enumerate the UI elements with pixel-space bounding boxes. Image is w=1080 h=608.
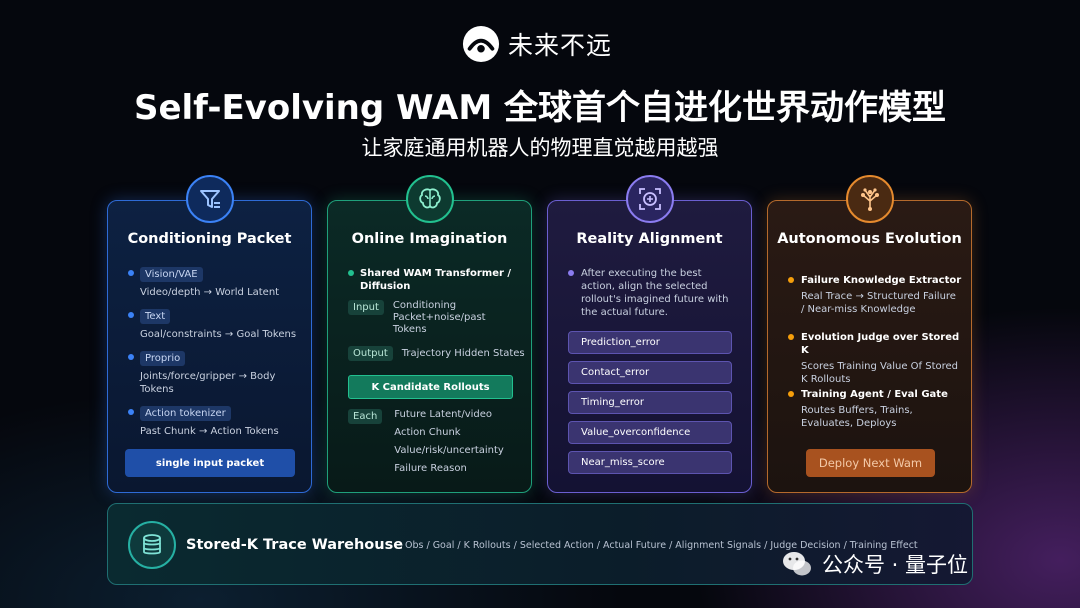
each-value: Failure Reason: [394, 463, 467, 474]
input-row: Input Conditioning Packet+noise/past Tok…: [348, 300, 503, 336]
bullet-dot: [128, 270, 134, 276]
item-desc: Routes Buffers, Trains, Evaluates, Deplo…: [801, 405, 913, 429]
item-desc: Goal/constraints → Goal Tokens: [140, 329, 297, 340]
list-item: Failure Knowledge Extractor Real Trace →…: [788, 274, 963, 316]
error-metric-item[interactable]: Near_miss_score: [568, 451, 732, 474]
each-row: Each Future Latent/video Action Chunk Va…: [348, 409, 504, 481]
error-metric-item[interactable]: Timing_error: [568, 391, 732, 414]
crosshair-icon: [625, 175, 674, 223]
each-values: Future Latent/video Action Chunk Value/r…: [394, 409, 504, 481]
warehouse-title: Stored-K Trace Warehouse: [186, 537, 404, 553]
card-online-imagination: Online Imagination Shared WAM Transforme…: [327, 175, 532, 493]
error-metric-item[interactable]: Value_overconfidence: [568, 421, 732, 444]
warehouse-fields: Obs / Goal / K Rollouts / Selected Actio…: [405, 540, 918, 551]
each-value: Value/risk/uncertainty: [394, 445, 504, 456]
each-value: Action Chunk: [394, 427, 461, 438]
item-desc: Video/depth → World Latent: [140, 287, 280, 298]
card-title: Conditioning Packet: [127, 231, 292, 247]
item-title: Failure Knowledge Extractor: [801, 275, 962, 286]
list-item: Text Goal/constraints → Goal Tokens: [128, 309, 298, 341]
item-tag: Vision/VAE: [140, 267, 203, 282]
network-tree-icon: [845, 175, 894, 223]
card-title: Online Imagination: [351, 231, 508, 247]
output-value: Trajectory Hidden States: [401, 348, 525, 359]
trace-warehouse-bar: Stored-K Trace Warehouse Obs / Goal / K …: [107, 503, 973, 585]
input-value: Conditioning Packet+noise/past Tokens: [392, 300, 486, 335]
bullet-dot: [788, 277, 794, 283]
item-title: Evolution Judge over Stored K: [801, 332, 960, 356]
output-label: Output: [348, 346, 393, 361]
bullet-dot: [568, 270, 574, 276]
output-row: Output Trajectory Hidden States: [348, 346, 525, 361]
card-reality-alignment: Reality Alignment After executing the be…: [547, 175, 752, 493]
brand-logo: 未来不远: [462, 24, 612, 64]
list-item: Evolution Judge over Stored K Scores Tra…: [788, 331, 963, 386]
card-title: Autonomous Evolution: [777, 231, 962, 247]
brand-name: 未来不远: [508, 31, 613, 60]
item-desc: Joints/force/gripper → Body Tokens: [140, 371, 276, 395]
each-value: Future Latent/video: [394, 409, 493, 420]
database-icon: [128, 521, 176, 569]
alignment-description: After executing the best action, align t…: [581, 268, 729, 318]
list-item: Vision/VAE Video/depth → World Latent: [128, 267, 298, 299]
card-title: Reality Alignment: [576, 231, 723, 247]
bullet-dot: [128, 409, 134, 415]
item-desc: Scores Training Value Of Stored K Rollou…: [801, 361, 959, 385]
each-label: Each: [348, 409, 383, 424]
list-item: Shared WAM Transformer / Diffusion: [348, 267, 518, 293]
transformer-headline: Shared WAM Transformer / Diffusion: [360, 268, 512, 292]
bullet-dot: [788, 334, 794, 340]
card-conditioning-packet: Conditioning Packet Vision/VAE Video/dep…: [107, 175, 312, 493]
card-autonomous-evolution: Autonomous Evolution Failure Knowledge E…: [767, 175, 972, 493]
error-metric-item[interactable]: Prediction_error: [568, 331, 732, 354]
deploy-next-wam-button[interactable]: Deploy Next Wam: [806, 449, 935, 477]
logo-mark-icon: [462, 25, 500, 63]
bullet-dot: [128, 312, 134, 318]
bullet-dot: [348, 270, 354, 276]
watermark-text: 公众号 · 量子位: [822, 553, 969, 577]
list-item: Action tokenizer Past Chunk → Action Tok…: [128, 406, 298, 438]
filter-funnel-icon: [185, 175, 234, 223]
input-label: Input: [348, 300, 384, 315]
k-candidate-rollouts-button[interactable]: K Candidate Rollouts: [348, 375, 513, 399]
page-subtitle: 让家庭通用机器人的物理直觉越用越强: [361, 136, 719, 160]
list-item: Training Agent / Eval Gate Routes Buffer…: [788, 388, 963, 430]
item-tag: Action tokenizer: [140, 406, 231, 421]
wechat-icon: [783, 552, 811, 576]
list-item: After executing the best action, align t…: [568, 267, 738, 319]
bullet-dot: [788, 391, 794, 397]
item-desc: Real Trace → Structured Failure / Near-m…: [801, 291, 956, 315]
watermark: 公众号 · 量子位: [780, 544, 968, 584]
error-metric-item[interactable]: Contact_error: [568, 361, 732, 384]
item-tag: Text: [140, 309, 171, 324]
brain-icon: [405, 175, 454, 223]
item-desc: Past Chunk → Action Tokens: [140, 426, 279, 437]
item-title: Training Agent / Eval Gate: [801, 389, 948, 400]
list-item: Proprio Joints/force/gripper → Body Toke…: [128, 351, 298, 396]
single-input-packet-button[interactable]: single input packet: [125, 449, 295, 477]
bullet-dot: [128, 354, 134, 360]
page-title: Self-Evolving WAM 全球首个自进化世界动作模型: [133, 88, 947, 128]
item-tag: Proprio: [140, 351, 186, 366]
